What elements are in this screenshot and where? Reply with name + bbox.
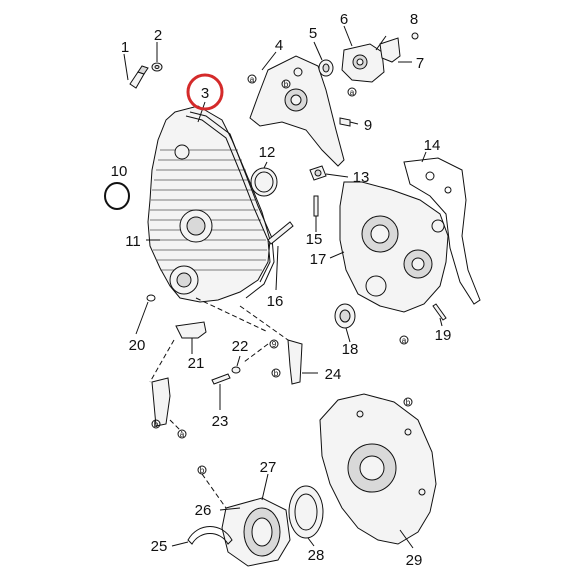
seal-housing-part-26 bbox=[221, 497, 291, 567]
label-part-20: 20 bbox=[129, 337, 146, 354]
seal-part-5 bbox=[318, 59, 334, 77]
ref-marker-a-4: a bbox=[180, 430, 185, 439]
bolt-part-9 bbox=[339, 117, 351, 127]
label-part-18: 18 bbox=[342, 341, 359, 358]
stud-part-19 bbox=[432, 303, 447, 321]
label-part-13: 13 bbox=[353, 169, 370, 186]
label-part-11: 11 bbox=[125, 233, 141, 250]
label-part-14: 14 bbox=[424, 137, 441, 154]
gasket-part-25 bbox=[187, 526, 233, 545]
side-bracket bbox=[151, 377, 171, 427]
label-part-1: 1 bbox=[121, 39, 129, 56]
label-part-9: 9 bbox=[364, 117, 372, 134]
label-part-22: 22 bbox=[232, 338, 249, 355]
ref-marker-a-1: a bbox=[250, 75, 255, 84]
label-part-8: 8 bbox=[410, 11, 418, 28]
stud-part-16 bbox=[267, 221, 294, 245]
label-part-17: 17 bbox=[310, 251, 327, 268]
label-part-21: 21 bbox=[188, 355, 205, 372]
bolt-part-23 bbox=[211, 373, 231, 385]
pump-part-6 bbox=[341, 43, 385, 83]
label-part-7: 7 bbox=[416, 55, 424, 72]
ref-markers: a a a 9 b a b b b b bbox=[151, 74, 413, 475]
label-part-29: 29 bbox=[406, 552, 423, 569]
plug-part-8 bbox=[411, 32, 419, 40]
washer-part-22 bbox=[231, 366, 241, 374]
ref-marker-b-5: b bbox=[284, 80, 289, 89]
label-part-3: 3 bbox=[201, 85, 209, 102]
ref-marker-b-2: b bbox=[274, 369, 279, 378]
washer-part-20 bbox=[146, 294, 156, 302]
ref-marker-a-2: a bbox=[350, 88, 355, 97]
bolt-part-1 bbox=[129, 65, 149, 89]
label-part-19: 19 bbox=[435, 327, 452, 344]
o-ring-part-10 bbox=[104, 182, 130, 210]
ref-marker-a-3: a bbox=[402, 336, 407, 345]
ref-marker-b-3: b bbox=[406, 398, 411, 407]
bracket-part-24 bbox=[287, 339, 303, 385]
upper-plate-part-4 bbox=[249, 55, 345, 167]
front-case-part-17 bbox=[339, 181, 449, 313]
label-part-27: 27 bbox=[260, 459, 277, 476]
gasket-part-14 bbox=[403, 157, 481, 305]
seal-part-18 bbox=[334, 303, 356, 329]
seal-ring-part-12 bbox=[250, 167, 278, 197]
label-part-6: 6 bbox=[340, 11, 348, 28]
part-labels: 1 2 3 4 5 6 7 8 9 10 11 12 13 14 15 16 1… bbox=[111, 11, 452, 569]
leader-lines bbox=[123, 25, 443, 549]
label-part-26: 26 bbox=[195, 502, 212, 519]
label-part-15: 15 bbox=[306, 231, 323, 248]
label-part-10: 10 bbox=[111, 163, 128, 180]
alignment-dashed-lines bbox=[149, 297, 289, 509]
gasket-part-3 bbox=[185, 111, 275, 299]
rear-plate-part-29 bbox=[319, 393, 437, 545]
highlight-circle bbox=[186, 73, 224, 111]
ref-marker-b-4: b bbox=[200, 466, 205, 475]
label-part-24: 24 bbox=[325, 366, 342, 383]
label-part-23: 23 bbox=[212, 413, 229, 430]
timing-cover-part-11 bbox=[147, 105, 271, 303]
label-part-4: 4 bbox=[275, 37, 283, 54]
seal-ring-part-28 bbox=[288, 485, 324, 539]
label-part-2: 2 bbox=[154, 27, 162, 44]
bracket-part-7 bbox=[379, 37, 401, 63]
label-part-12: 12 bbox=[259, 144, 276, 161]
label-part-16: 16 bbox=[267, 293, 284, 310]
label-part-5: 5 bbox=[309, 25, 317, 42]
ref-marker-b-1: b bbox=[154, 420, 159, 429]
washer-part-2 bbox=[151, 62, 163, 72]
label-part-25: 25 bbox=[151, 538, 168, 555]
bracket-part-21 bbox=[175, 321, 207, 339]
bolt-part-15 bbox=[313, 195, 319, 217]
ref-marker-9: 9 bbox=[272, 340, 277, 349]
label-part-28: 28 bbox=[308, 547, 325, 564]
plug-part-13 bbox=[309, 165, 327, 181]
